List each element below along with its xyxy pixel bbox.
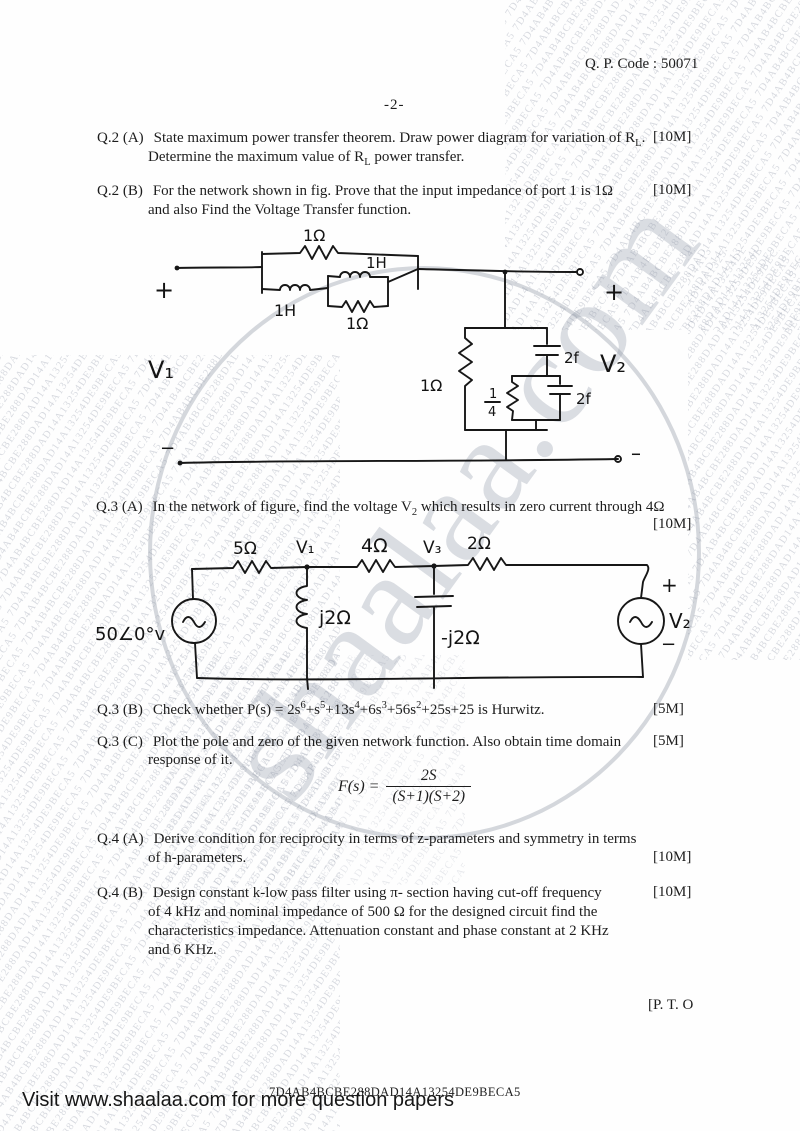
q2b-marks: [10M] bbox=[653, 182, 692, 198]
q2b-line-2: and also Find the Voltage Transfer funct… bbox=[148, 202, 412, 218]
page-number: -2- bbox=[384, 97, 405, 113]
formula-fraction: 2S (S+1)(S+2) bbox=[386, 767, 472, 806]
circuit2-label-c-shunt: -j2Ω bbox=[441, 627, 480, 649]
q2b-label: Q.2 (B) bbox=[97, 183, 143, 199]
circuit2-label-r1: 5Ω bbox=[233, 539, 257, 559]
circuit1-plus-left: + bbox=[154, 276, 174, 304]
circuit1-minus-right: − bbox=[630, 444, 640, 465]
q3c-line-2: response of it. bbox=[148, 752, 233, 768]
circuit1-quarter-den: 4 bbox=[488, 405, 496, 420]
circuit2-label-r3: 2Ω bbox=[467, 536, 491, 554]
q4b-line-3: characteristics impedance. Attenuation c… bbox=[148, 923, 609, 939]
pto-note: [P. T. O bbox=[648, 997, 694, 1013]
circuit2-label-source-left: 50∠0°v bbox=[95, 624, 165, 645]
footer-code: 7D4AB4BCBE288DAD14A13254DE9BECA5 bbox=[269, 1085, 521, 1099]
q4b-line-1: Q.4 (B)Design constant k-low pass filter… bbox=[97, 885, 602, 901]
q3c-line-1: Q.3 (C)Plot the pole and zero of the giv… bbox=[97, 734, 622, 750]
q2b-line-1: Q.2 (B)For the network shown in fig. Pro… bbox=[97, 183, 614, 199]
circuit1-label-c-bottom: 2f bbox=[576, 390, 592, 408]
q3b-label: Q.3 (B) bbox=[97, 702, 143, 718]
circuit1-label-l-series: 1H bbox=[274, 301, 296, 320]
q2a-line-2: Determine the maximum value of RL power … bbox=[148, 149, 465, 168]
q4b-line-2: of 4 kHz and nominal impedance of 500 Ω … bbox=[148, 904, 598, 920]
formula-lhs: F(s) = bbox=[338, 777, 380, 795]
circuit1-figure: + 1Ω 1H 1H 1Ω + 1Ω 2f 1 bbox=[148, 226, 640, 466]
circuit2-figure: 5Ω V₁ 4Ω V₃ 2Ω 50∠0°v j2Ω -j2Ω + V₂ − bbox=[95, 536, 691, 690]
transfer-function-formula: F(s) = 2S (S+1)(S+2) bbox=[338, 767, 472, 806]
circuit1-label-v2: V₂ bbox=[600, 350, 626, 378]
q3b-marks: [5M] bbox=[653, 701, 684, 717]
q4a-label: Q.4 (A) bbox=[97, 831, 144, 847]
q4b-label: Q.4 (B) bbox=[97, 885, 143, 901]
circuit1-label-l-inner: 1H bbox=[366, 254, 387, 272]
q3c-marks: [5M] bbox=[653, 733, 684, 749]
formula-numerator: 2S bbox=[420, 767, 437, 784]
circuit2-label-l-shunt: j2Ω bbox=[318, 607, 351, 629]
formula-denominator: (S+1)(S+2) bbox=[386, 786, 472, 806]
q4a-marks: [10M] bbox=[653, 849, 692, 865]
circuit1-label-r-inner: 1Ω bbox=[346, 314, 368, 333]
circuit2-label-v1: V₁ bbox=[296, 538, 314, 558]
q4b-line-4: and 6 KHz. bbox=[148, 942, 217, 958]
q3b-line-1: Q.3 (B)Check whether P(s) = 2s6+s5+13s4+… bbox=[97, 700, 545, 718]
circuit1-label-r-shunt: 1Ω bbox=[420, 376, 442, 395]
qp-code: Q. P. Code : 50071 bbox=[585, 56, 699, 72]
q2a-marks: [10M] bbox=[653, 129, 692, 145]
q2a-line-1: Q.2 (A)State maximum power transfer theo… bbox=[97, 130, 646, 149]
q4b-marks: [10M] bbox=[653, 884, 692, 900]
footer-site-link[interactable]: Visit www.shaalaa.com for more question … bbox=[22, 1089, 455, 1111]
circuit2-label-v2: V₂ bbox=[669, 609, 691, 633]
circuit2-plus: + bbox=[661, 573, 678, 597]
circuit1-label-c-top: 2f bbox=[564, 349, 580, 367]
circuit2-label-v3: V₃ bbox=[423, 538, 441, 558]
circuit2-label-r2: 4Ω bbox=[361, 536, 388, 557]
circuit1-quarter-num: 1 bbox=[489, 387, 497, 402]
q3a-label: Q.3 (A) bbox=[96, 499, 143, 515]
q3a-marks: [10M] bbox=[653, 516, 692, 532]
q3c-label: Q.3 (C) bbox=[97, 734, 143, 750]
q3a-line-1: Q.3 (A)In the network of figure, find th… bbox=[96, 499, 665, 518]
circuit1-minus-left: − bbox=[160, 438, 175, 459]
circuit1-plus-right: + bbox=[604, 278, 624, 306]
q2a-label: Q.2 (A) bbox=[97, 130, 144, 146]
q4a-line-1: Q.4 (A)Derive condition for reciprocity … bbox=[97, 831, 637, 847]
circuit2-minus: − bbox=[661, 634, 676, 655]
circuit1-label-r-top: 1Ω bbox=[303, 226, 325, 245]
circuit1-label-v1: V₁ bbox=[148, 356, 174, 384]
q4a-line-2: of h-parameters. bbox=[148, 850, 247, 866]
